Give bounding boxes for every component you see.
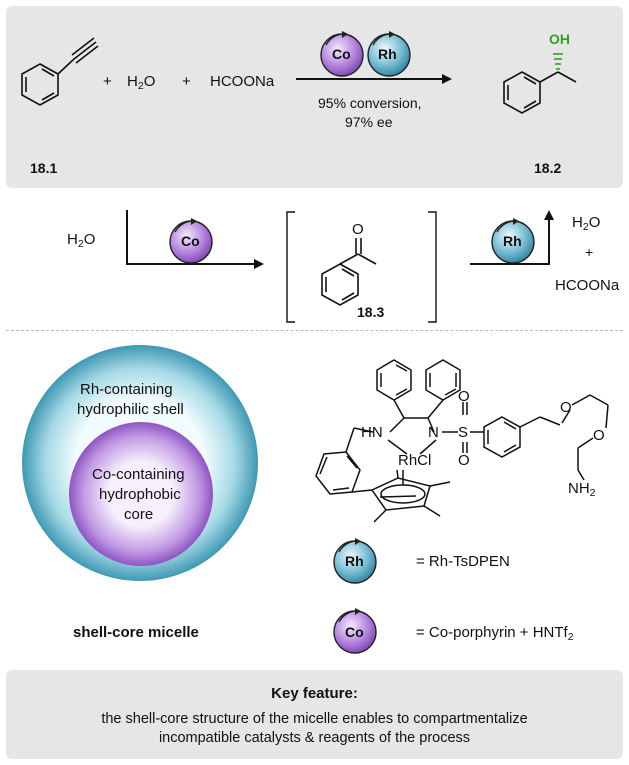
co-catalyst-label: Co <box>181 233 200 249</box>
co-catalyst-label: Co <box>332 46 351 62</box>
plus-sign: + <box>585 244 594 260</box>
conversion-text: 95% conversion, <box>318 95 422 111</box>
hydroxyl-label: OH <box>549 31 570 47</box>
plus-sign: + <box>103 73 112 90</box>
nh2-label: NH2 <box>568 480 596 499</box>
co-catalyst-icon <box>320 31 364 77</box>
rh-catalyst-label: Rh <box>503 233 522 249</box>
phenylacetylene-structure <box>21 37 99 106</box>
rh-catalyst-icon <box>367 31 411 77</box>
reduction-arrow <box>470 210 554 265</box>
rh-catalyst-label: Rh <box>378 46 397 62</box>
oxygen-label: O <box>593 427 605 444</box>
shell-label-2: hydrophilic shell <box>77 401 184 418</box>
plus-sign: + <box>182 73 191 90</box>
oxygen-label: O <box>458 388 470 405</box>
core-label-1: Co-containing <box>92 466 185 483</box>
water-right: H2O <box>572 214 601 233</box>
key-feature-line-1: the shell-core structure of the micelle … <box>101 711 528 727</box>
rh-legend-definition: = Rh-TsDPEN <box>416 553 510 570</box>
formate-right: HCOONa <box>555 277 620 294</box>
rh-tsdpen-structure <box>315 359 609 523</box>
label-18-1: 18.1 <box>30 160 58 176</box>
ketone-oxygen: O <box>352 221 364 238</box>
water-left: H2O <box>67 231 96 250</box>
label-18-3: 18.3 <box>357 304 385 320</box>
ee-text: 97% ee <box>345 114 393 130</box>
micelle-caption: shell-core micelle <box>73 624 199 641</box>
co-legend-definition: = Co-porphyrin + HNTf2 <box>416 624 574 643</box>
section-divider <box>6 330 623 331</box>
acetophenone-structure <box>286 211 437 323</box>
n-label: N <box>428 424 439 441</box>
co-legend-icon-label: Co <box>345 624 364 640</box>
core-label-2: hydrophobic <box>99 486 181 503</box>
s-label: S <box>458 424 469 441</box>
rhcl-label: RhCl <box>398 452 432 469</box>
co-catalyst-icon <box>169 218 213 264</box>
key-feature-panel <box>6 670 623 759</box>
oxygen-label: O <box>560 399 572 416</box>
key-feature-line-2: incompatible catalysts & reagents of the… <box>158 730 471 746</box>
hydration-arrow <box>126 210 264 269</box>
co-catalyst-icon <box>333 608 377 654</box>
label-18-2: 18.2 <box>534 160 562 176</box>
rh-catalyst-icon <box>333 538 377 584</box>
reaction-panel <box>6 6 623 188</box>
phenylethanol-structure <box>503 53 577 114</box>
key-feature-title: Key feature: <box>271 685 358 702</box>
formate-reagent: HCOONa <box>210 73 275 90</box>
hn-label: HN <box>361 424 383 441</box>
oxygen-label: O <box>458 452 470 469</box>
water-reagent: H2O <box>127 73 156 92</box>
shell-label-1: Rh-containing <box>80 381 173 398</box>
micelle-core <box>69 422 213 566</box>
rh-catalyst-icon <box>491 218 535 264</box>
reaction-arrow <box>296 74 452 84</box>
rh-legend-icon-label: Rh <box>345 553 364 569</box>
core-label-3: core <box>124 506 154 523</box>
